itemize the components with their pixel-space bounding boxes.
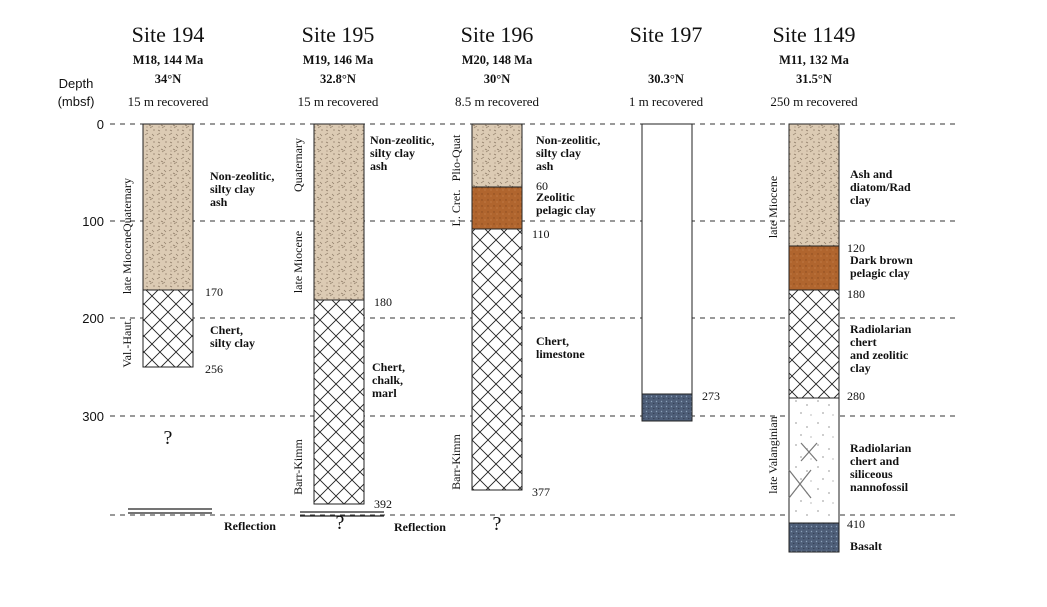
site-latitude: 32.8°N: [320, 72, 356, 86]
nannofossil-unit: [788, 397, 840, 524]
basalt-unit: [788, 522, 840, 553]
age-label: Plio-Quat: [449, 134, 463, 181]
site-recovered: 15 m recovered: [298, 94, 379, 109]
depth-tick: 100: [82, 214, 104, 229]
depth-value: 377: [532, 485, 550, 499]
site-recovered: 1 m recovered: [629, 94, 704, 109]
ash-unit: [142, 123, 194, 291]
site-title: Site 1149: [773, 22, 856, 47]
lithology-label: Chert,limestone: [536, 334, 585, 361]
depth-tick: 300: [82, 409, 104, 424]
radiolarian-symbols: [788, 442, 818, 499]
site-anomaly: M18, 144 Ma: [133, 53, 204, 67]
depth-value: 120: [847, 241, 865, 255]
site-196-column: Plio-Quat L. Cret. Barr-Kimm Non-zeoliti…: [449, 123, 600, 535]
age-label: late Miocene: [291, 231, 305, 293]
lithology-label: Chert,chalk,marl: [372, 360, 405, 400]
ash-unit: [313, 123, 365, 301]
depth-tick: 0: [97, 117, 104, 132]
depth-value: 280: [847, 389, 865, 403]
chert-unit: [788, 289, 840, 399]
site-195-column: Quaternary late Miocene Barr-Kimm Non-ze…: [291, 123, 446, 534]
age-label: Val.-Haut.: [120, 318, 134, 367]
depth-value: 392: [374, 497, 392, 511]
depth-value: 180: [374, 295, 392, 309]
site-anomaly: M20, 148 Ma: [462, 53, 533, 67]
depth-value: 110: [532, 227, 550, 241]
site-latitude: 31.5°N: [796, 72, 832, 86]
depth-header-label: Depth: [59, 76, 94, 91]
reflection-label: Reflection: [394, 520, 446, 534]
depth-tick: 200: [82, 311, 104, 326]
depth-axis: 0 100 200 300: [82, 117, 960, 516]
age-label: Barr-Kimm: [449, 433, 463, 489]
zeolitic-clay-unit: [471, 186, 523, 230]
unknown-mark: ?: [164, 427, 173, 449]
lithology-label: Basalt: [850, 539, 882, 553]
chert-unit: [142, 289, 194, 368]
site-recovered: 15 m recovered: [128, 94, 209, 109]
site-title: Site 194: [132, 22, 205, 47]
age-label: Quaternary: [291, 138, 305, 192]
site-title: Site 195: [302, 22, 375, 47]
unknown-mark: ?: [336, 512, 345, 534]
site-197-column: 273: [641, 123, 720, 422]
chert-unit: [471, 228, 523, 491]
brown-clay-unit: [788, 245, 840, 291]
site-headers: Site 194 M18, 144 Ma 34°N 15 m recovered…: [58, 22, 859, 109]
lithology-label: Chert,silty clay: [210, 323, 255, 350]
basalt-unit: [641, 393, 693, 422]
site-title: Site 197: [630, 22, 703, 47]
age-label: L. Cret.: [449, 190, 463, 227]
depth-value: 273: [702, 389, 720, 403]
age-label: late Miocene: [120, 232, 134, 294]
depth-value: 170: [205, 285, 223, 299]
chert-unit: [313, 299, 365, 505]
site-anomaly: M11, 132 Ma: [779, 53, 850, 67]
depth-value: 60: [536, 179, 548, 193]
depth-value: 410: [847, 517, 865, 531]
site-latitude: 30.3°N: [648, 72, 684, 86]
age-label: late Valanginian: [766, 416, 780, 493]
no-recovery-interval: [641, 123, 693, 395]
site-anomaly: M19, 146 Ma: [303, 53, 374, 67]
depth-header-unit: (mbsf): [58, 94, 95, 109]
site-194-column: Quaternary late Miocene Val.-Haut. Non-z…: [120, 123, 276, 533]
age-label: Quaternary: [120, 178, 134, 232]
depth-value: 256: [205, 362, 223, 376]
site-recovered: 8.5 m recovered: [455, 94, 540, 109]
site-latitude: 30°N: [484, 72, 511, 86]
site-recovered: 250 m recovered: [770, 94, 858, 109]
age-label: Barr-Kimm: [291, 438, 305, 494]
reflection-label: Reflection: [224, 519, 276, 533]
age-label: late Miocene: [766, 176, 780, 238]
ash-unit: [788, 123, 840, 247]
site-latitude: 34°N: [155, 72, 182, 86]
unknown-mark: ?: [493, 513, 502, 535]
site-title: Site 196: [461, 22, 534, 47]
depth-value: 180: [847, 287, 865, 301]
ash-unit: [471, 123, 523, 188]
